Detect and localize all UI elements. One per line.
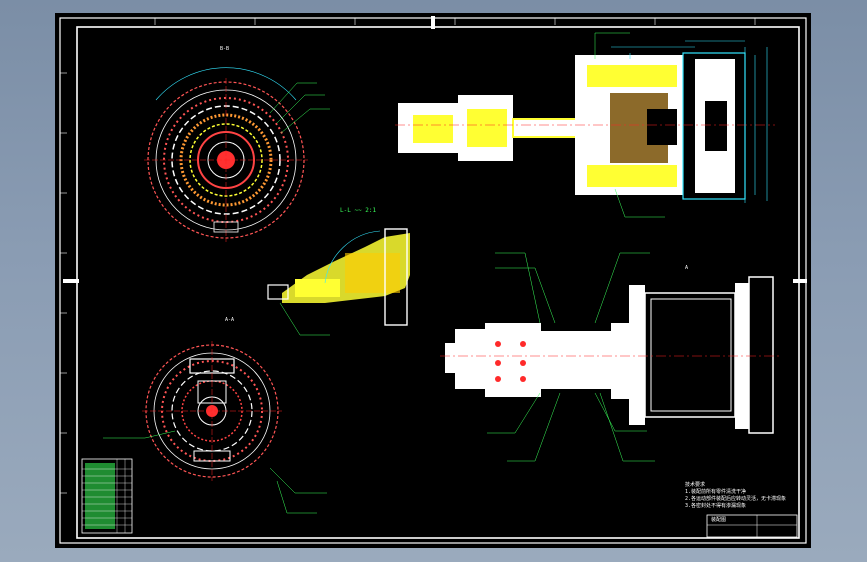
view-label-b-b: B-B xyxy=(220,46,230,52)
a-a-leaders xyxy=(103,430,327,514)
zone-ticks xyxy=(60,18,756,494)
notes-line-2: 2.各运动部件装配后应转动灵活，无卡滞现象 xyxy=(685,496,787,502)
top-center-mark xyxy=(431,16,435,29)
section-detail xyxy=(267,228,410,336)
view-b-b xyxy=(144,67,308,242)
left-center-mark xyxy=(63,279,79,283)
title-block-name: 装配图 xyxy=(711,517,727,523)
parts-list xyxy=(81,458,133,534)
view-label-a: A xyxy=(685,265,689,271)
notes-line-3: 3.各密封处不得有渗漏现象 xyxy=(685,503,747,509)
title-block-frame xyxy=(706,514,798,538)
cad-drawing xyxy=(59,16,807,544)
notes-heading: 技术要求 xyxy=(685,482,706,488)
notes-line-1: 1.装配前所有零件清洗干净 xyxy=(685,489,747,495)
section-note: L-L ~~ 2:1 xyxy=(340,207,377,214)
right-center-mark xyxy=(793,279,807,283)
top-right-assembly xyxy=(395,32,775,218)
view-label-a-a: A-A xyxy=(225,317,235,323)
view-a-assembly xyxy=(440,252,780,462)
view-a-a xyxy=(142,341,282,481)
drawing-sheet: B-B A-A A L-L ~~ 2:1 技术要求 1.装配前所有零件清洗干净 … xyxy=(55,13,811,548)
b-b-leaders xyxy=(269,82,330,134)
